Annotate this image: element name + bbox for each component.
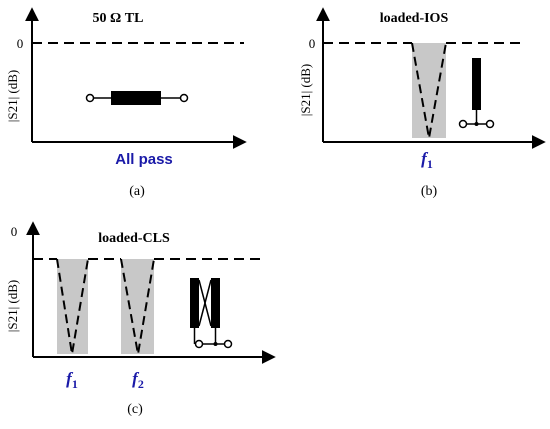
panel-b-notch	[411, 42, 447, 139]
panel-a-transmission-line-symbol	[85, 91, 189, 105]
panel-c-stopband-2	[121, 259, 154, 354]
panel-a-title: 50 Ω TL	[93, 11, 144, 26]
panel-b-open-stub-symbol	[458, 58, 495, 129]
panel-a-zero-label: 0	[17, 36, 24, 51]
panel-b-caption: (b)	[421, 184, 438, 199]
panel-a-xlabel: All pass	[115, 151, 173, 168]
panel-c-title: loaded-CLS	[98, 231, 170, 246]
panel-b: loaded-IOS 0 |S21| (dB) f1 (b)	[298, 7, 546, 199]
panel-c-coupled-stub-symbol	[190, 278, 233, 349]
panel-a-caption: (a)	[129, 184, 145, 199]
panel-b-ylabel: |S21| (dB)	[298, 64, 313, 117]
panel-a: 50 Ω TL 0 |S21| (dB) All pass (a)	[5, 7, 247, 199]
panel-c: loaded-CLS 0 |S21| (dB) f1 f2 (	[5, 221, 276, 417]
panel-b-stopband	[412, 43, 446, 138]
panel-c-freq-label-2: f2	[132, 369, 144, 391]
panel-c-notch-1	[56, 258, 89, 355]
panel-c-freq-label-1: f1	[66, 369, 78, 391]
panel-c-zero-label: 0	[11, 224, 18, 239]
panel-c-ylabel: |S21| (dB)	[5, 280, 20, 333]
panel-a-ylabel: |S21| (dB)	[5, 70, 20, 123]
panel-c-caption: (c)	[127, 402, 143, 417]
panel-c-stopband-1	[57, 259, 88, 354]
panel-c-notch-2	[120, 258, 155, 355]
panel-b-freq-label: f1	[421, 149, 433, 171]
panel-b-title: loaded-IOS	[380, 11, 449, 26]
panel-b-zero-label: 0	[309, 36, 316, 51]
